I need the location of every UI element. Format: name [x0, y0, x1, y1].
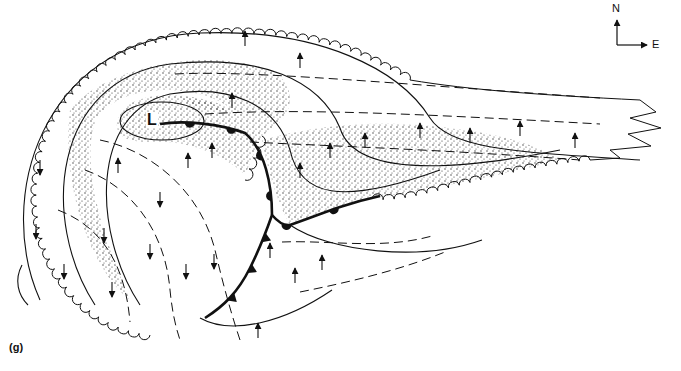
descent-arrow	[39, 160, 40, 175]
cold-front-triangle	[228, 293, 237, 302]
cold-front-triangle	[262, 233, 271, 242]
ascent-arrow	[519, 121, 520, 136]
ascent-arrow	[299, 53, 300, 68]
warm-front-semicircle	[282, 224, 292, 230]
warm-front-semicircle	[226, 128, 236, 134]
compass-east: E	[651, 39, 660, 50]
cold-front-triangle	[247, 264, 256, 273]
ascent-arrow	[294, 268, 295, 283]
ascent-arrow	[419, 123, 420, 138]
descent-arrow	[159, 192, 160, 207]
ascent-arrow	[244, 31, 245, 46]
descent-arrow	[213, 254, 214, 269]
ascent-arrow	[321, 255, 322, 270]
ascent-arrow	[574, 133, 575, 148]
precipitation-stipple	[68, 60, 560, 300]
descent-arrow	[185, 264, 186, 279]
warm-front-semicircle	[256, 151, 263, 161]
descent-arrow	[111, 282, 112, 297]
compass-north: N	[611, 3, 621, 14]
cloud-scallop	[31, 28, 411, 340]
ascent-arrow	[187, 153, 188, 168]
ascent-arrow	[231, 93, 232, 108]
vertical-motion-arrows	[36, 31, 575, 338]
cloud-scallops	[31, 28, 590, 340]
descent-arrow	[63, 264, 64, 279]
cloud-scallop	[372, 156, 590, 200]
ascent-arrow	[257, 323, 258, 338]
ascent-arrow	[364, 133, 365, 148]
compass-arrows	[617, 20, 647, 45]
low-center: L	[146, 112, 158, 128]
ascent-arrow	[211, 143, 212, 158]
descent-arrow	[103, 228, 104, 243]
descent-arrow	[35, 224, 36, 239]
fronts	[160, 122, 380, 318]
ascent-arrow	[329, 143, 330, 158]
ascent-arrow	[299, 163, 300, 178]
isotherm-lines	[58, 73, 600, 340]
warm-front-semicircle	[185, 122, 195, 127]
ascent-arrow	[469, 128, 470, 143]
warm-front-semicircle	[329, 208, 339, 215]
warm-front-semicircle	[266, 191, 271, 201]
isobar-lines	[18, 33, 640, 326]
panel-letter: (g)	[8, 342, 24, 353]
ascent-arrow	[269, 243, 270, 258]
ascent-arrow	[117, 158, 118, 173]
front-symbols	[185, 122, 339, 302]
descent-arrow	[149, 244, 150, 259]
cloud-boundary	[410, 80, 661, 160]
